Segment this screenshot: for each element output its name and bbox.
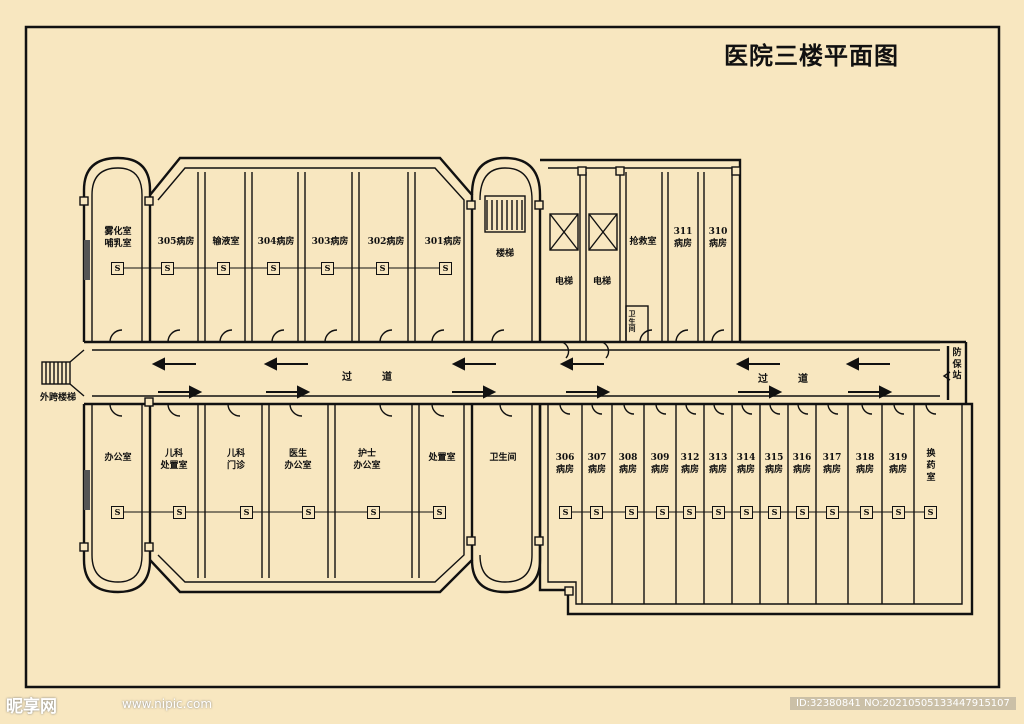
- corridor-label-left: 过 道: [342, 372, 402, 383]
- socket-symbol: S: [433, 506, 446, 519]
- room-301: 301病房: [424, 237, 462, 247]
- room-311: 311 病房: [673, 227, 693, 250]
- watermark-url: www.nipic.com: [122, 697, 213, 711]
- socket-symbol: S: [590, 506, 603, 519]
- room-308: 308 病房: [618, 453, 638, 476]
- room-doctor-office: 医生 办公室: [284, 449, 312, 472]
- watermark-id: ID:32380841 NO:20210505133447915107: [790, 697, 1016, 710]
- corridor-label-right: 过 道: [758, 374, 818, 385]
- room-elevator-1: 电梯: [554, 277, 574, 287]
- room-toilet: 卫生间: [489, 453, 517, 463]
- room-stairs: 楼梯: [495, 249, 515, 259]
- room-310: 310 病房: [708, 227, 728, 250]
- room-304: 304病房: [257, 237, 295, 247]
- room-rescue: 抢救室: [629, 237, 657, 247]
- room-313: 313 病房: [708, 453, 728, 476]
- room-dressing: 换 药 室: [926, 449, 936, 484]
- plan-title: 医院三楼平面图: [724, 41, 899, 70]
- room-toilet-small: 卫 生 间: [628, 309, 636, 334]
- room-316: 316 病房: [792, 453, 812, 476]
- socket-symbol: S: [161, 262, 174, 275]
- security-station: 防 保 站: [952, 348, 962, 382]
- socket-symbol: S: [559, 506, 572, 519]
- room-314: 314 病房: [736, 453, 756, 476]
- socket-symbol: S: [796, 506, 809, 519]
- room-303: 303病房: [311, 237, 349, 247]
- room-315: 315 病房: [764, 453, 784, 476]
- socket-symbol: S: [826, 506, 839, 519]
- socket-symbol: S: [217, 262, 230, 275]
- socket-symbol: S: [740, 506, 753, 519]
- room-pediatric-clinic: 儿科 门诊: [226, 449, 246, 472]
- room-pediatric-treatment: 儿科 处置室: [160, 449, 188, 472]
- socket-symbol: S: [683, 506, 696, 519]
- socket-symbol: S: [111, 506, 124, 519]
- socket-symbol: S: [173, 506, 186, 519]
- room-317: 317 病房: [822, 453, 842, 476]
- room-318: 318 病房: [855, 453, 875, 476]
- socket-symbol: S: [376, 262, 389, 275]
- socket-symbol: S: [860, 506, 873, 519]
- room-nurse-office: 护士 办公室: [353, 449, 381, 472]
- socket-symbol: S: [267, 262, 280, 275]
- socket-symbol: S: [321, 262, 334, 275]
- socket-symbol: S: [625, 506, 638, 519]
- room-309: 309 病房: [650, 453, 670, 476]
- room-312: 312 病房: [680, 453, 700, 476]
- watermark-logo-text: 昵享网: [6, 697, 57, 717]
- socket-symbol: S: [367, 506, 380, 519]
- socket-symbol: S: [768, 506, 781, 519]
- socket-symbol: S: [302, 506, 315, 519]
- room-office: 办公室: [104, 453, 132, 463]
- socket-symbol: S: [111, 262, 124, 275]
- socket-symbol: S: [892, 506, 905, 519]
- socket-symbol: S: [240, 506, 253, 519]
- room-306: 306 病房: [555, 453, 575, 476]
- outer-stairs-label: 外跨楼梯: [39, 393, 77, 403]
- socket-symbol: S: [439, 262, 452, 275]
- socket-symbol: S: [924, 506, 937, 519]
- room-302: 302病房: [367, 237, 405, 247]
- room-treatment: 处置室: [428, 453, 456, 463]
- room-307: 307 病房: [587, 453, 607, 476]
- socket-symbol: S: [656, 506, 669, 519]
- room-infusion: 输液室: [212, 237, 240, 247]
- room-elevator-2: 电梯: [592, 277, 612, 287]
- room-305: 305病房: [157, 237, 195, 247]
- room-nebulization: 雾化室 哺乳室: [104, 227, 132, 250]
- socket-symbol: S: [712, 506, 725, 519]
- room-319: 319 病房: [888, 453, 908, 476]
